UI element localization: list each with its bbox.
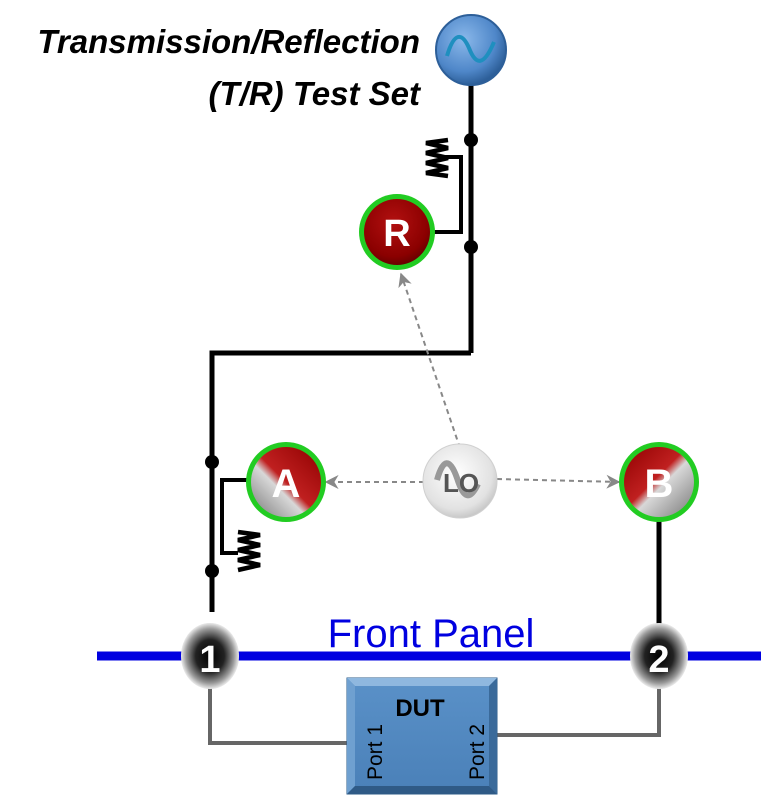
resistor-icon xyxy=(425,137,449,179)
lo-to-r-arrow xyxy=(398,272,461,449)
port-1[interactable]: 1 xyxy=(181,623,239,689)
receiver-b-label: B xyxy=(645,462,674,506)
receiver-b[interactable]: B xyxy=(619,442,699,522)
title-line1: Transmission/Reflection xyxy=(37,23,420,60)
port-2-label: 2 xyxy=(648,639,669,681)
front-panel-label: Front Panel xyxy=(328,612,535,656)
sine-wave-icon xyxy=(445,35,496,63)
rf-source[interactable] xyxy=(435,14,507,86)
dut-port2-label: Port 2 xyxy=(466,724,489,780)
port-2[interactable]: 2 xyxy=(630,623,688,689)
coupler-node xyxy=(205,455,219,469)
coupler-node xyxy=(464,133,478,147)
lo-to-b-arrow xyxy=(496,474,621,489)
dut-title: DUT xyxy=(395,695,445,722)
receiver-a-label: A xyxy=(272,462,301,506)
port-1-label: 1 xyxy=(199,639,220,681)
sine-wave-icon xyxy=(434,460,481,499)
coupler-node xyxy=(464,240,478,254)
dut-port1-label: Port 1 xyxy=(364,724,387,780)
resistor-icon xyxy=(237,529,261,573)
lo-connections xyxy=(324,272,621,489)
receiver-r[interactable]: R xyxy=(359,194,435,270)
lo-label: LO xyxy=(443,468,479,498)
dut-block[interactable]: DUT Port 1 Port 2 xyxy=(346,677,498,795)
receiver-a[interactable]: A xyxy=(246,442,326,522)
local-oscillator[interactable]: LO xyxy=(422,443,498,519)
title-line2: (T/R) Test Set xyxy=(209,75,422,112)
r-coupler xyxy=(425,133,478,254)
dut-cables xyxy=(208,685,661,745)
coupler-node xyxy=(205,564,219,578)
a-coupler xyxy=(205,455,261,578)
receiver-r-label: R xyxy=(383,213,410,255)
